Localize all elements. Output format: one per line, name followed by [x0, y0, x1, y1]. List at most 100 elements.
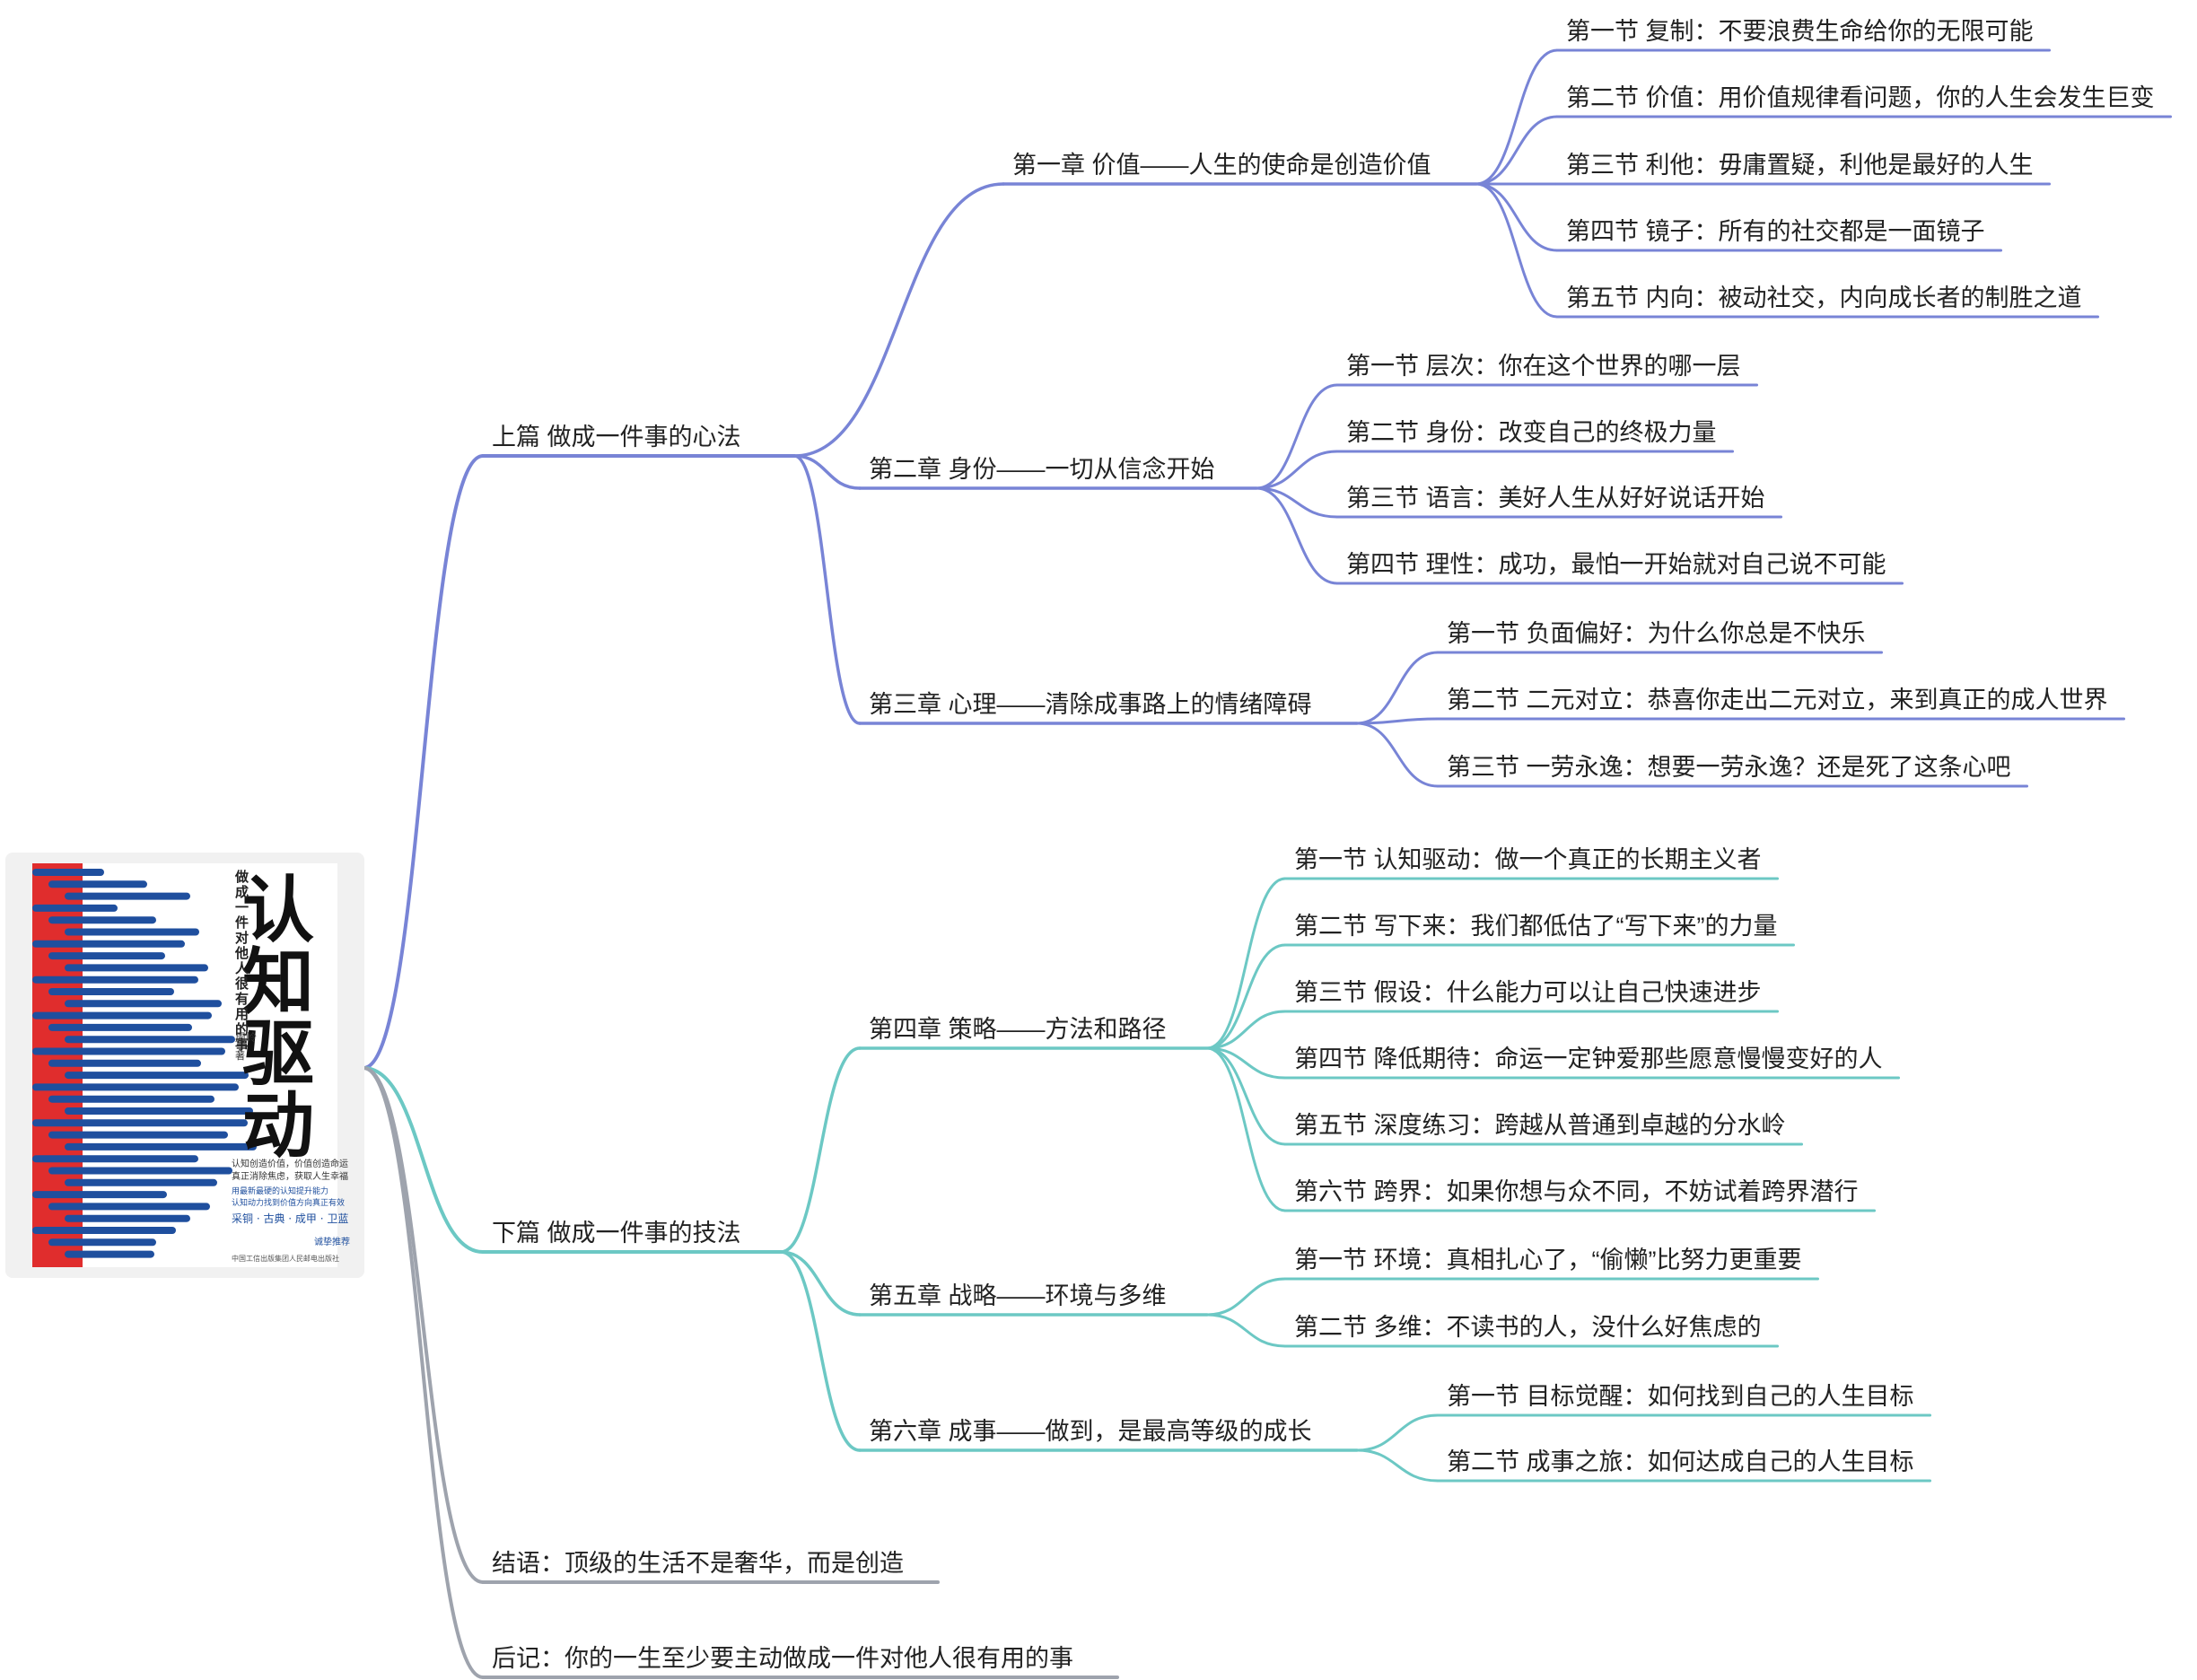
section-upper-2-1[interactable]: 第一节 层次：你在这个世界的哪一层	[1346, 353, 1741, 380]
cover-stripe	[32, 1191, 167, 1198]
cover-stripe	[32, 905, 118, 912]
cover-publisher-2: 人民邮电出版社	[289, 1254, 339, 1263]
cover-recommenders: 采铜 · 古典 · 成甲 · 卫蓝	[232, 1212, 348, 1225]
cover-stripe	[32, 1048, 225, 1055]
edge-chapter-lower-3-section-2	[1357, 1450, 1438, 1481]
edge-chapter-lower-1-section-6	[1207, 1048, 1285, 1211]
section-lower-1-4[interactable]: 第四节 降低期待：命运一定钟爱那些愿意慢慢变好的人	[1294, 1046, 1883, 1072]
chapter-lower-1[interactable]: 第四章 策略——方法和路径	[869, 1016, 1167, 1043]
cover-stripe	[65, 1036, 235, 1043]
cover-stripe	[65, 1179, 217, 1186]
section-upper-2-3[interactable]: 第三节 语言：美好人生从好好说话开始	[1346, 485, 1765, 512]
cover-stripe	[32, 1227, 176, 1234]
cover-blurb-3: 用最新最硬的认知提升能力	[232, 1186, 328, 1196]
cover-blurb-1: 认知创造价值，价值创造命运	[232, 1158, 348, 1169]
cover-stripe	[65, 1251, 154, 1258]
cover-publisher-1: 中国工信出版集团	[232, 1254, 289, 1263]
chapter-lower-3[interactable]: 第六章 成事——做到，是最高等级的成长	[869, 1418, 1312, 1445]
section-upper-1-2[interactable]: 第二节 价值：用价值规律看问题，你的人生会发生巨变	[1566, 84, 2155, 111]
cover-stripe	[65, 964, 208, 971]
branch-postscript[interactable]: 后记：你的一生至少要主动做成一件对他人很有用的事	[492, 1645, 1073, 1672]
cover-stripe	[65, 893, 190, 900]
cover-stripe	[48, 1168, 232, 1175]
edge-chapter-lower-2-section-1	[1207, 1279, 1285, 1315]
edge-chapter-upper-1-section-2	[1476, 117, 1557, 184]
section-upper-1-3[interactable]: 第三节 利他：毋庸置疑，利他是最好的人生	[1566, 152, 2034, 179]
cover-author-suffix: 著	[235, 1049, 245, 1062]
mind-map-labels: 上篇 做成一件事的心法 第一章 价值——人生的使命是创造价值 第一节 复制：不要浪费…	[492, 18, 2155, 1672]
section-lower-1-2[interactable]: 第二节 写下来：我们都低估了“写下来”的力量	[1294, 913, 1777, 940]
section-upper-1-5[interactable]: 第五节 内向：被动社交，内向成长者的制胜之道	[1566, 284, 2082, 311]
cover-subtitle: 做成一件对他人很有用的事	[234, 869, 249, 1053]
cover-stripe	[32, 941, 185, 948]
edge-chapter-upper-3-section-3	[1357, 723, 1438, 786]
root-node-book-cover[interactable]: 认 知 驱 动 做成一件对他人很有用的事 周岭 著 认知创造价值，价值创造命运 …	[5, 853, 364, 1278]
cover-stripe	[48, 988, 174, 995]
section-upper-3-3[interactable]: 第三节 一劳永逸：想要一劳永逸？还是死了这条心吧	[1447, 754, 2011, 781]
edge-upper-to-chapter-1	[794, 184, 1003, 456]
cover-subtitle-char: 做	[234, 869, 249, 885]
branch-upper[interactable]: 上篇 做成一件事的心法	[492, 424, 741, 451]
cover-stripe	[65, 1072, 249, 1079]
edge-chapter-upper-1-section-4	[1476, 184, 1557, 250]
cover-stripe	[32, 1155, 198, 1162]
cover-subtitle-char: 成	[235, 884, 249, 900]
section-lower-1-3[interactable]: 第三节 假设：什么能力可以让自己快速进步	[1294, 979, 1762, 1006]
chapter-upper-3[interactable]: 第三章 心理——清除成事路上的情绪障碍	[869, 691, 1312, 718]
cover-stripe	[48, 1096, 214, 1103]
cover-stripe	[65, 1143, 257, 1151]
edge-root-to-lower	[363, 1068, 483, 1252]
cover-stripe	[48, 1132, 228, 1139]
cover-title-char-4: 动	[242, 1084, 314, 1168]
chapter-upper-1[interactable]: 第一章 价值——人生的使命是创造价值	[1012, 152, 1431, 179]
section-lower-1-6[interactable]: 第六节 跨界：如果你想与众不同，不妨试着跨界潜行	[1294, 1178, 1859, 1205]
cover-stripe	[48, 916, 156, 923]
cover-subtitle-char: 件	[235, 914, 249, 931]
chapter-lower-2[interactable]: 第五章 战略——环境与多维	[869, 1282, 1167, 1309]
section-upper-3-2[interactable]: 第二节 二元对立：恭喜你走出二元对立，来到真正的成人世界	[1447, 687, 2108, 713]
section-lower-2-1[interactable]: 第一节 环境：真相扎心了，“偷懒”比努力更重要	[1294, 1247, 1801, 1273]
cover-stripe	[32, 869, 104, 876]
cover-stripe	[48, 1238, 156, 1246]
section-upper-3-1[interactable]: 第一节 负面偏好：为什么你总是不快乐	[1447, 620, 1866, 647]
cover-subtitle-char: 对	[235, 930, 249, 946]
branch-epilogue[interactable]: 结语：顶级的生活不是奢华，而是创造	[492, 1550, 904, 1577]
edge-chapter-lower-2-section-2	[1207, 1315, 1285, 1346]
cover-stripe	[32, 1119, 248, 1126]
section-lower-2-2[interactable]: 第二节 多维：不读书的人，没什么好焦虑的	[1294, 1314, 1762, 1341]
chapter-upper-2[interactable]: 第二章 身份——一切从信念开始	[869, 456, 1215, 483]
cover-stripe	[65, 1000, 222, 1007]
section-upper-1-4[interactable]: 第四节 镜子：所有的社交都是一面镜子	[1566, 218, 1985, 245]
section-upper-2-2[interactable]: 第二节 身份：改变自己的终极力量	[1346, 419, 1717, 446]
cover-subtitle-char: 用	[235, 1006, 249, 1022]
cover-author: 周岭	[235, 1031, 257, 1044]
section-lower-3-1[interactable]: 第一节 目标觉醒：如何找到自己的人生目标	[1447, 1383, 1914, 1410]
section-lower-3-2[interactable]: 第二节 成事之旅：如何达成自己的人生目标	[1447, 1448, 1914, 1475]
branch-lower[interactable]: 下篇 做成一件事的技法	[492, 1220, 741, 1247]
cover-stripe	[65, 929, 199, 936]
edge-lower-to-chapter-1	[781, 1048, 860, 1252]
cover-subtitle-char: 一	[235, 899, 249, 915]
edge-root-to-upper	[363, 456, 483, 1068]
cover-stripe	[65, 1107, 253, 1115]
cover-blurb-4: 认知动力找到价值方向真正有效	[232, 1197, 345, 1208]
section-upper-2-4[interactable]: 第四节 理性：成功，最怕一开始就对自己说不可能	[1346, 551, 1886, 578]
section-lower-1-1[interactable]: 第一节 认知驱动：做一个真正的长期主义者	[1294, 846, 1762, 873]
edge-chapter-upper-1-section-1	[1476, 50, 1557, 184]
edge-chapter-lower-1-section-1	[1207, 879, 1285, 1048]
cover-stripe	[48, 1203, 210, 1210]
edge-upper-to-chapter-3	[794, 456, 860, 723]
section-upper-1-1[interactable]: 第一节 复制：不要浪费生命给你的无限可能	[1566, 18, 2034, 45]
cover-stripe	[32, 976, 198, 984]
edge-chapter-lower-3-section-1	[1357, 1415, 1438, 1450]
edge-chapter-upper-2-section-2	[1256, 451, 1337, 488]
edge-upper-to-chapter-2	[794, 456, 860, 488]
edge-chapter-upper-3-section-1	[1357, 652, 1438, 723]
section-lower-1-5[interactable]: 第五节 深度练习：跨越从普通到卓越的分水岭	[1294, 1112, 1786, 1139]
cover-blurb-2: 真正消除焦虑，获取人生幸福	[232, 1170, 348, 1182]
cover-subtitle-char: 人	[235, 960, 249, 976]
cover-stripe	[65, 1215, 190, 1222]
edge-root-to-epilogue	[363, 1068, 483, 1582]
cover-stripe	[48, 1060, 201, 1067]
